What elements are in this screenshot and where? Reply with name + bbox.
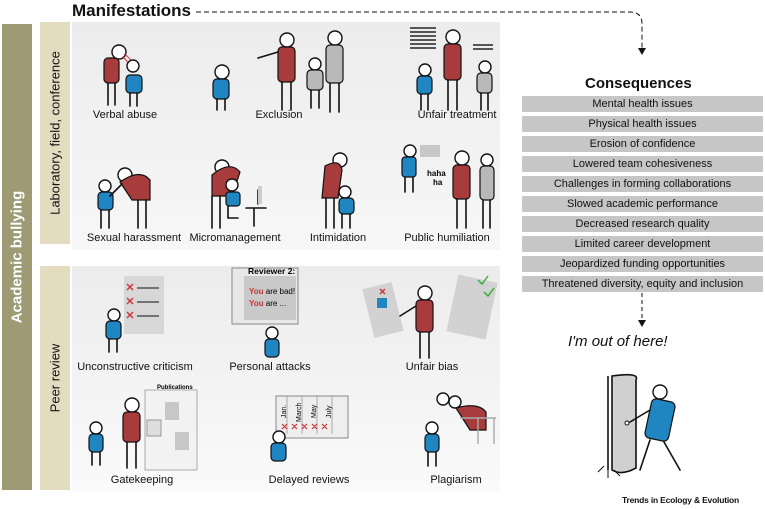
label-sexual-harassment: Sexual harassment	[86, 232, 182, 244]
manifestations-title: Manifestations	[72, 1, 192, 20]
gatekeeping-figures	[88, 389, 198, 471]
label-unfair-treatment: Unfair treatment	[417, 109, 497, 121]
label-gatekeeping: Gatekeeping	[110, 474, 174, 486]
label-unconstructive-criticism: Unconstructive criticism	[77, 361, 193, 373]
consequences-title: Consequences	[585, 75, 692, 92]
month-may: May	[311, 404, 318, 418]
personal-attacks-figures	[231, 267, 299, 358]
public-humiliation-figures	[401, 144, 495, 229]
label-exclusion: Exclusion	[255, 109, 303, 121]
month-march: March	[296, 402, 303, 422]
label-plagiarism: Plagiarism	[430, 474, 482, 486]
laugh-text-b: ha	[433, 178, 443, 187]
label-public-humiliation: Public humiliation	[404, 232, 490, 244]
month-july: July	[326, 405, 333, 418]
reviewer-line-1: are bad!	[264, 287, 296, 296]
consequence-item: Challenges in forming collaborations	[522, 176, 763, 192]
consequence-item: Threatened diversity, equity and inclusi…	[522, 276, 763, 292]
verbal-abuse-figures	[103, 44, 143, 107]
exclusion-figures	[212, 30, 344, 113]
consequence-item: Mental health issues	[522, 96, 763, 112]
label-unfair-bias: Unfair bias	[405, 361, 459, 373]
connector-arrow	[196, 11, 646, 55]
consequence-item: Lowered team cohesiveness	[522, 156, 763, 172]
month-jan: Jan.	[281, 405, 288, 418]
sexual-harassment-figures	[97, 167, 151, 229]
intimidation-figures	[321, 152, 355, 229]
consequence-item: Physical health issues	[522, 116, 763, 132]
journal-credit: Trends in Ecology & Evolution	[622, 495, 739, 505]
plagiarism-figures	[424, 392, 496, 467]
side-bar: Academic bullying	[2, 24, 32, 490]
consequence-item: Erosion of confidence	[522, 136, 763, 152]
consequence-item: Decreased research quality	[522, 216, 763, 232]
svg-text:You are bad!: You are bad!	[249, 287, 295, 296]
delayed-reviews-figures	[270, 395, 349, 462]
reviewer-you-1: You	[249, 287, 264, 296]
consequence-item: Slowed academic performance	[522, 196, 763, 212]
reviewer-title: Reviewer 2:	[248, 266, 295, 276]
label-delayed-reviews: Delayed reviews	[268, 474, 350, 486]
label-personal-attacks: Personal attacks	[229, 361, 311, 373]
label-micromanagement: Micromanagement	[189, 232, 281, 244]
label-verbal-abuse: Verbal abuse	[92, 109, 158, 121]
publications-label: Publications	[157, 385, 193, 391]
consequence-item: Limited career development	[522, 236, 763, 252]
peer-band: Peer review	[40, 266, 70, 490]
label-intimidation: Intimidation	[309, 232, 367, 244]
reviewer-you-2: You	[249, 299, 264, 308]
svg-text:You are ...: You are ...	[249, 299, 286, 308]
exit-door-figure	[597, 373, 681, 478]
unfair-treatment-figures	[410, 27, 493, 111]
reviewer-line-2: are ...	[264, 299, 287, 308]
unconstructive-criticism-figures	[105, 276, 164, 353]
lab-band: Laboratory, field, conference	[40, 22, 70, 244]
exit-arrow	[638, 293, 646, 327]
exit-text: I'm out of here!	[568, 333, 668, 350]
unfair-bias-figures	[362, 274, 498, 359]
laugh-text-a: haha	[427, 169, 446, 178]
consequence-item: Jeopardized funding opportunities	[522, 256, 763, 272]
micromanagement-figures	[211, 159, 267, 229]
